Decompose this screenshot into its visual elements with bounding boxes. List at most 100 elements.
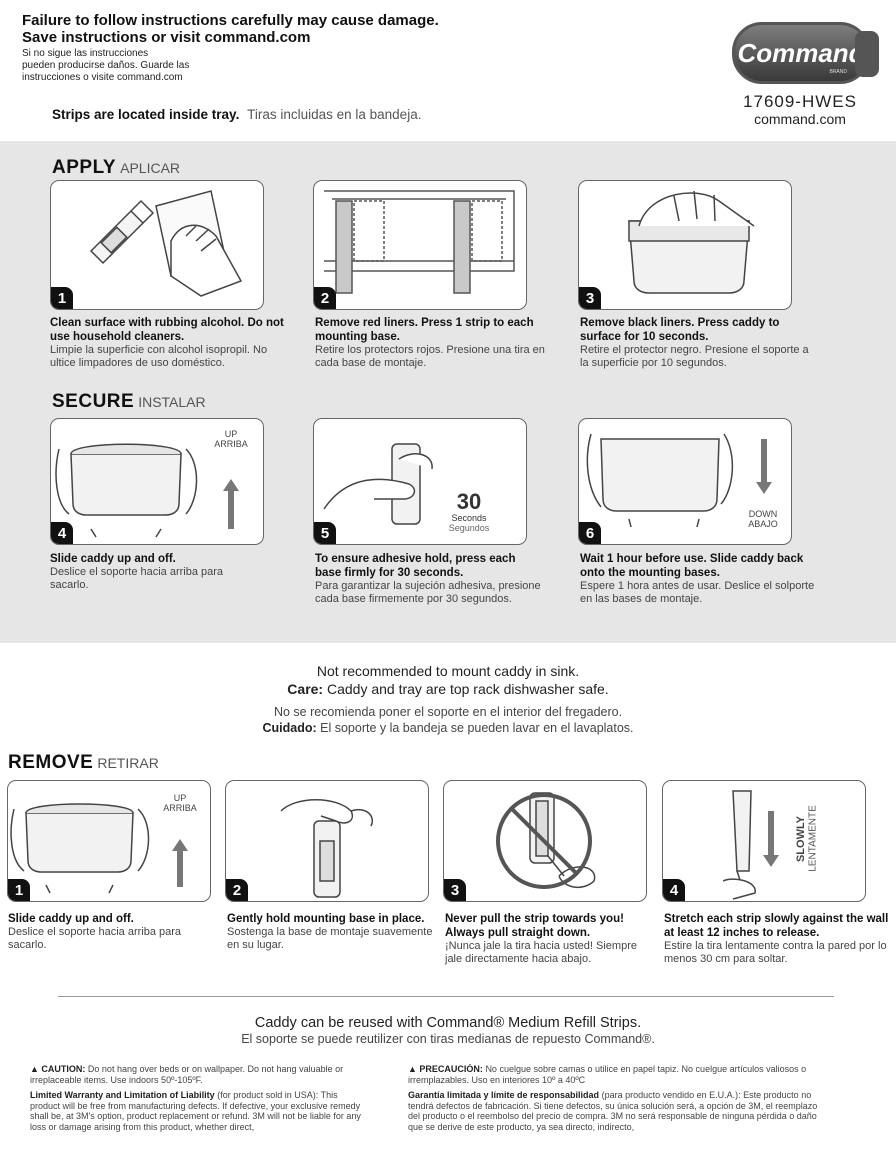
step-number-badge: 4 — [51, 522, 73, 544]
press-caddy-illustration — [628, 190, 755, 294]
apply-step-3-panel: 3 — [578, 180, 792, 310]
command-logo: Command BRAND — [732, 22, 879, 84]
seconds-number: 30 — [456, 489, 482, 514]
website: command.com — [754, 111, 846, 127]
up-es: ARRIBA — [214, 439, 248, 449]
fine-print-es: ▲ PRECAUCIÓN: No cuelgue sobre camas o u… — [408, 1064, 818, 1157]
header-warning: Failure to follow instructions carefully… — [22, 12, 582, 84]
care-label: Care: — [287, 681, 324, 697]
divider — [58, 996, 834, 997]
warning-en-line2: Save instructions or visit command.com — [22, 29, 311, 46]
seconds-en: Seconds — [451, 513, 487, 523]
slowly-es: LENTAMENTE — [807, 805, 819, 872]
caption-en: Remove black liners. Press caddy to surf… — [580, 317, 780, 343]
step-number-badge: 1 — [51, 287, 73, 309]
caption-en: Wait 1 hour before use. Slide caddy back… — [580, 553, 804, 579]
step-number-badge: 2 — [314, 287, 336, 309]
step-number-badge: 3 — [579, 287, 601, 309]
caption-es: Sostenga la base de montaje suavemente e… — [227, 926, 433, 951]
caption-es: Limpie la superficie con alcohol isoprop… — [50, 344, 268, 369]
warning-en-line1: Failure to follow instructions carefully… — [22, 12, 439, 29]
up-es: ARRIBA — [163, 803, 197, 813]
strips-note-es: Tiras incluidas en la bandeja. — [247, 107, 422, 122]
garantia-es: Garantía limitada y límite de responsabi… — [408, 1090, 818, 1132]
slide-caddy-down-illustration — [586, 433, 772, 528]
caption-en: Clean surface with rubbing alcohol. Do n… — [50, 317, 284, 343]
caption-es: Para garantizar la sujeción adhesiva, pr… — [315, 580, 541, 605]
step-number-badge: 1 — [8, 879, 30, 901]
secure-title: SECURE — [52, 391, 135, 412]
logo-brand: BRAND — [829, 69, 847, 75]
caption-en: Stretch each strip slowly against the wa… — [664, 913, 889, 939]
apply-subtitle: APLICAR — [120, 160, 181, 176]
up-en: UP — [224, 429, 238, 439]
caption-es: Deslice el soporte hacia arriba para sac… — [8, 926, 182, 951]
press-base-illustration — [323, 443, 433, 525]
caption-es: Espere 1 hora antes de usar. Deslice el … — [580, 580, 815, 605]
secure-step-6-caption: Wait 1 hour before use. Slide caddy back… — [580, 552, 820, 606]
down-en: DOWN — [748, 509, 778, 519]
hold-base-illustration — [280, 799, 373, 898]
caption-es: Retire los protectors rojos. Presione un… — [315, 344, 545, 369]
care-text: Caddy and tray are top rack dishwasher s… — [326, 681, 609, 697]
apply-step-1-caption: Clean surface with rubbing alcohol. Do n… — [50, 316, 290, 370]
apply-step-2-caption: Remove red liners. Press 1 strip to each… — [315, 316, 550, 370]
caption-en: Remove red liners. Press 1 strip to each… — [315, 317, 534, 343]
slowly-label: SLOWLY LENTAMENTE — [781, 793, 821, 873]
step-number-badge: 6 — [579, 522, 601, 544]
refill-es: El soporte se puede reutilizer con tiras… — [241, 1032, 655, 1046]
caption-en: Slide caddy up and off. — [50, 553, 176, 565]
seconds-label: 30 Seconds Segundos — [434, 489, 504, 534]
logo-wordmark: Command — [737, 37, 865, 68]
no-pull-illustration — [496, 792, 596, 889]
secure-step-4-caption: Slide caddy up and off. Deslice el sopor… — [50, 552, 250, 592]
caution-en: ▲ CAUTION: Do not hang over beds or on w… — [30, 1064, 370, 1085]
remove-step-1-caption: Slide caddy up and off. Deslice el sopor… — [8, 912, 198, 952]
warning-es-line2: pueden producirse daños. Guarde las — [22, 60, 190, 71]
warranty-label: Limited Warranty and Limitation of Liabi… — [30, 1090, 215, 1100]
care-line-3: No se recomienda poner el soporte en el … — [273, 705, 623, 719]
remove-step-2-panel: 2 — [225, 780, 429, 902]
secure-step-5-caption: To ensure adhesive hold, press each base… — [315, 552, 543, 606]
remove-step-1-panel: UP ARRIBA 1 — [7, 780, 211, 902]
slowly-en: SLOWLY — [795, 815, 807, 863]
apply-step-1-panel: 1 — [50, 180, 264, 310]
cuidado-label: Cuidado: — [262, 721, 317, 735]
remove-title: REMOVE — [8, 752, 94, 773]
hook-icon — [855, 31, 879, 77]
caption-es: Estire la tira lentamente contra la pare… — [664, 940, 887, 965]
remove-step-3-panel: 3 — [443, 780, 647, 902]
down-es: ABAJO — [748, 519, 778, 529]
remove-step-2-caption: Gently hold mounting base in place. Sost… — [227, 912, 437, 952]
care-notes: Not recommended to mount caddy in sink. … — [0, 662, 896, 736]
slide-caddy-up-illustration — [10, 803, 188, 894]
precaucion-label: ▲ PRECAUCIÓN: — [408, 1064, 483, 1074]
up-en: UP — [173, 793, 187, 803]
secure-step-4-panel: UP ARRIBA 4 — [50, 418, 264, 545]
strips-note-en: Strips are located inside tray. — [52, 107, 240, 122]
secure-subtitle: INSTALAR — [138, 394, 206, 410]
caption-en: Never pull the strip towards you! Always… — [445, 913, 624, 939]
apply-step-2-panel: 2 — [313, 180, 527, 310]
step-number-badge: 5 — [314, 522, 336, 544]
remove-subtitle: RETIRAR — [97, 755, 159, 771]
precaucion-es: ▲ PRECAUCIÓN: No cuelgue sobre camas o u… — [408, 1064, 818, 1085]
refill-note: Caddy can be reused with Command® Medium… — [0, 1015, 896, 1047]
strips-note: Strips are located inside tray. Tiras in… — [52, 107, 421, 122]
seconds-es: Segundos — [448, 523, 490, 533]
up-label: UP ARRIBA — [158, 793, 202, 813]
caption-es: Retire el protector negro. Presione el s… — [580, 344, 809, 369]
precaucion-text: No cuelgue sobre camas o utilice en pape… — [408, 1064, 807, 1085]
cuidado-text: El soporte y la bandeja se pueden lavar … — [320, 721, 634, 735]
warranty-text: (for product sold in USA): This product … — [30, 1090, 361, 1132]
caption-en: To ensure adhesive hold, press each base… — [315, 553, 516, 579]
caption-en: Slide caddy up and off. — [8, 913, 134, 925]
care-line-4: Cuidado: El soporte y la bandeja se pued… — [0, 720, 896, 736]
fine-print-en: ▲ CAUTION: Do not hang over beds or on w… — [30, 1064, 370, 1157]
down-label: DOWN ABAJO — [739, 509, 787, 529]
step-number-badge: 2 — [226, 879, 248, 901]
caution-label: ▲ CAUTION: — [30, 1064, 86, 1074]
